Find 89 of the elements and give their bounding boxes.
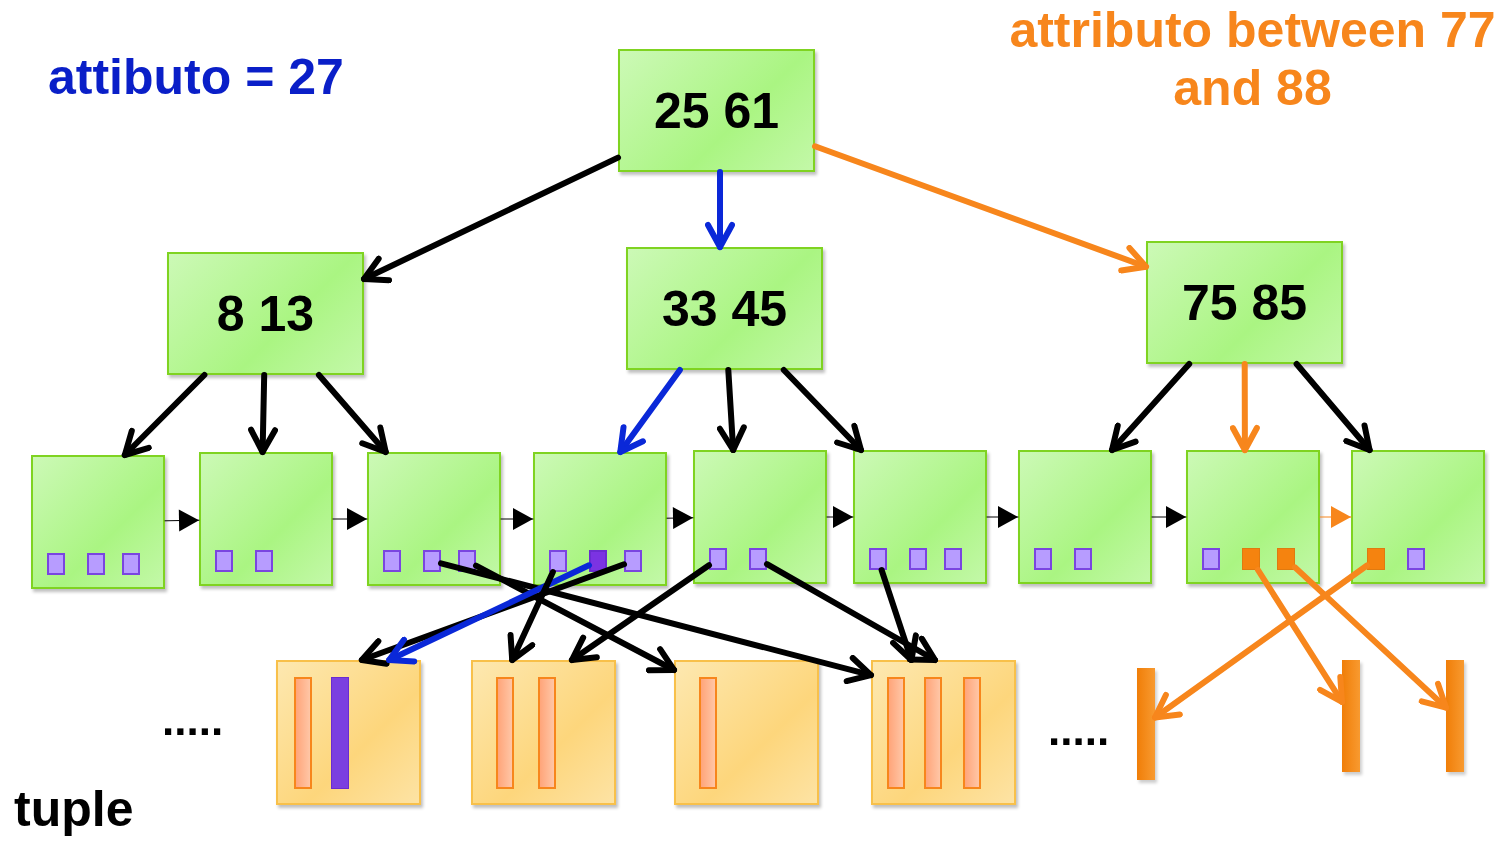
arrow	[716, 367, 747, 453]
key-marker	[122, 553, 140, 575]
tuple-bar	[1137, 668, 1155, 780]
leaf-node-box	[1018, 450, 1152, 584]
tuple-bar	[887, 677, 905, 789]
key-marker	[87, 553, 105, 575]
ellipsis-text: .....	[162, 695, 224, 745]
tuple-bar	[963, 677, 981, 789]
leaf-node-box	[1351, 450, 1485, 584]
page-box	[276, 660, 421, 805]
index-node-box	[618, 49, 815, 172]
key-marker	[549, 550, 567, 572]
node-keys: 75 85	[1181, 273, 1308, 332]
key-marker	[869, 548, 887, 570]
key-marker	[1034, 548, 1052, 570]
pointer-arrow	[332, 508, 368, 530]
index-node-box	[626, 247, 823, 370]
arrow	[1293, 361, 1373, 453]
arrow	[315, 372, 389, 455]
leaf-node-box	[693, 450, 827, 584]
arrow	[764, 561, 938, 663]
arrow	[1229, 361, 1260, 453]
key-marker	[749, 548, 767, 570]
page-box	[471, 660, 616, 805]
arrow	[1109, 361, 1193, 453]
pointer-arrow	[986, 506, 1019, 528]
arrow	[386, 562, 592, 665]
leaf-node-box	[853, 450, 987, 584]
leaf-node-box	[367, 452, 501, 586]
node-keys: 33 45	[661, 279, 788, 338]
arrow	[1292, 564, 1449, 711]
arrow	[507, 569, 556, 663]
index-node-box	[167, 252, 364, 375]
pointer-arrow	[500, 508, 534, 530]
leaf-node-box	[199, 452, 333, 586]
pointer-arrow	[1151, 506, 1187, 528]
arrow	[812, 143, 1149, 274]
arrow	[705, 169, 735, 250]
tuple-bar	[496, 677, 514, 789]
caption-text: tuple	[14, 780, 134, 838]
key-marker	[1407, 548, 1425, 570]
node-keys: 25 61	[653, 81, 780, 140]
arrow	[361, 154, 621, 284]
arrow	[780, 367, 864, 453]
pointer-arrow	[826, 506, 854, 528]
key-marker	[624, 550, 642, 572]
tuple-bar	[1342, 660, 1360, 772]
key-marker	[589, 550, 607, 572]
key-marker	[383, 550, 401, 572]
tuple-bar	[331, 677, 349, 789]
arrow	[1152, 562, 1370, 721]
index-node-box	[1146, 241, 1343, 364]
key-marker	[423, 550, 441, 572]
arrow	[438, 560, 874, 685]
key-marker	[1277, 548, 1295, 570]
tuple-bar	[699, 677, 717, 789]
key-marker	[215, 550, 233, 572]
key-marker	[47, 553, 65, 575]
arrow	[358, 561, 627, 667]
ellipsis-text: .....	[1048, 705, 1110, 755]
key-marker	[255, 550, 273, 572]
annotation-text: attibuto = 27	[48, 48, 344, 106]
leaf-node-box	[533, 452, 667, 586]
tuple-bar	[538, 677, 556, 789]
arrow	[617, 367, 683, 455]
leaf-node-box	[31, 455, 165, 589]
arrow	[121, 372, 208, 458]
pointer-arrow	[666, 507, 694, 530]
pointer-arrow	[164, 509, 200, 532]
annotation-text: attributo between 77 and 88	[1008, 2, 1497, 117]
key-marker	[1242, 548, 1260, 570]
arrow	[248, 372, 279, 455]
key-marker	[944, 548, 962, 570]
arrow	[473, 562, 677, 674]
tuple-bar	[924, 677, 942, 789]
page-box	[871, 660, 1016, 805]
arrow	[1255, 567, 1345, 705]
tuple-bar	[1446, 660, 1464, 772]
node-keys: 8 13	[216, 284, 315, 343]
key-marker	[1202, 548, 1220, 570]
key-marker	[1074, 548, 1092, 570]
key-marker	[1367, 548, 1385, 570]
key-marker	[909, 548, 927, 570]
page-box	[674, 660, 819, 805]
leaf-node-box	[1186, 450, 1320, 584]
key-marker	[709, 548, 727, 570]
arrow	[568, 562, 712, 663]
pointer-arrow	[1319, 506, 1352, 528]
tuple-bar	[294, 677, 312, 789]
